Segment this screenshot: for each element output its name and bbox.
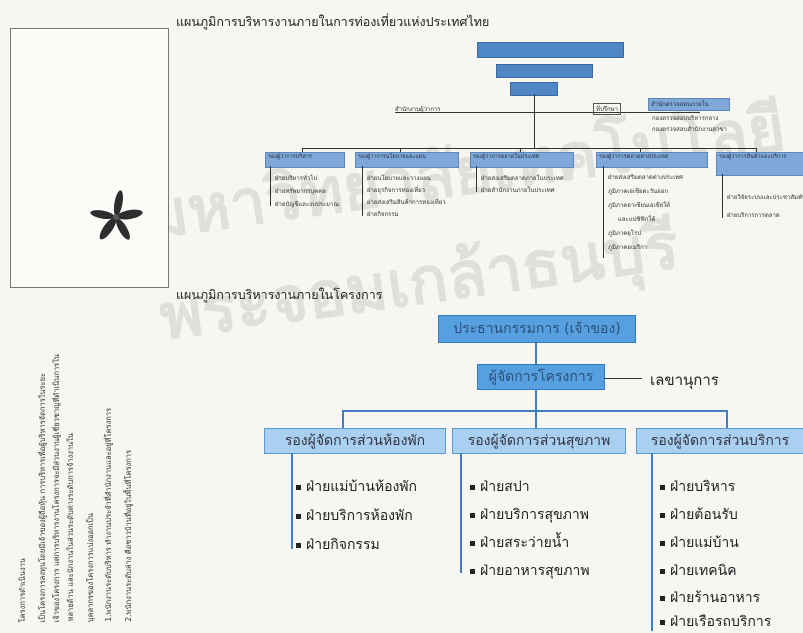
chart1-item: ภูมิภาคยุโรป [608,230,642,237]
chart2-item: ฝ่ายต้อนรับ [660,504,738,526]
chart1-item: ฝ่ายบริหารทั่วไป [275,175,318,182]
chart2-dept-rooms: รองผู้จัดการส่วนห้องพัก [264,428,446,454]
chart2-item: ฝ่ายอาหารสุขภาพ [470,560,590,582]
chart1-dept: รองผู้ว่าการตลาดในประเทศ [470,152,574,168]
audit-box: สำนักตรวจสอบภายใน [648,98,730,111]
chairman-box: ประธานกรรมการ (เจ้าของ) [438,315,636,343]
chart1-item: ฝ่ายสำนักงานภายในประเทศ [481,187,555,194]
chart1-item: ฝ่ายส่งเสริมตลาดภายในประเทศ [481,175,564,182]
chart1-dept: รองผู้ว่าการนโยบายและแผน [355,152,459,168]
chart2-item: ฝ่ายบริการห้องพัก [296,505,413,527]
chart2-item: ฝ่ายกิจกรรม [296,534,380,556]
chart1-item: และแปซิฟิกใต้ [618,216,656,223]
project-description: โครงการดำเนินงาน เป็นโครงการลงทุนโดยมีเจ… [12,292,170,622]
chart1-item: ฝ่ายนโยบายและวางแผน [367,175,431,182]
flower-logo-icon [90,190,143,240]
chart1-item: ฝ่ายธุรกิจการท่องเที่ยว [367,187,426,194]
chart1-item: ฝ่ายวิจัยระบบและประชาสัมพันธ์ [727,194,803,201]
chart1-item: ภูมิภาคเอเชียตะวันออก [608,188,668,195]
chart1-title: แผนภูมิการบริหารงานภายในการท่องเที่ยวแห่… [176,14,490,29]
chart2-title: แผนภูมิการบริหารงานภายในโครงการ [176,287,383,302]
governor-box [496,64,593,78]
chart2-item: ฝ่ายบริการสุขภาพ [470,504,589,526]
office-label: สำนักงานผู้ว่าการ [395,106,441,113]
chart2-dept-health: รองผู้จัดการส่วนสุขภาพ [452,428,626,454]
chart2-dept-service: รองผู้จัดการส่วนบริการ [636,428,803,454]
audit-sub: กองตรวจสอบบริหารกลาง [652,115,719,122]
chart1-dept: รองผู้ว่าการตลาดต่างประเทศ [596,152,708,168]
audit-sub: กองตรวจสอบสำนักงานสาขา [652,126,727,133]
chart2-item: ฝ่ายบริหาร [660,476,735,498]
secretary-label: เลขานุการ [650,371,719,389]
chart1-item: ฝ่ายทรัพยากรบุคคล [275,188,326,195]
description-line: บุคลากรของโครงการแบ่งออกเป็น [86,512,95,622]
governor-board-box [477,42,624,58]
chart2-item: ฝ่ายเทคนิค [660,560,737,582]
description-line: หลายด้าน และนักงานในส่วนระดับต่างระดับกา… [66,433,75,622]
image-frame [10,28,169,288]
chart1-dept: รองผู้ว่าการบริหาร [265,152,345,168]
chart1-item: ภูมิภาคอเมริกา [608,244,648,251]
chart1-item: ฝ่ายส่งเสริมสินค้าการท่องเที่ยว [367,199,446,206]
chart2-item: ฝ่ายแม่บ้านห้องพัก [296,476,417,498]
advisor-box: ที่ปรึกษา [593,103,621,115]
description-line: เจ้าของโครงการ แต่การบริหารงานโครงการจะม… [52,353,61,622]
description-line: โครงการดำเนินงาน [18,557,27,622]
chart2-item: ฝ่ายเรือรถบริการ [660,611,771,633]
description-line: 2.พนักงานระดับล่าง คือชาวบ้านที่อยู่ในพื… [124,450,133,622]
chart1-item: ภูมิภาคอาเซียนเอเชียใต้ [608,202,671,209]
chart1-dept: รองผู้ว่าการสินค้าและบริการ [716,152,803,176]
chart2-item: ฝ่ายสระว่ายน้ำ [470,532,569,554]
chart1-item: ฝ่ายบัญชีและงบประมาณ [275,201,340,208]
chart2-item: ฝ่ายร้านอาหาร [660,587,760,609]
chart2-item: ฝ่ายสปา [470,476,530,498]
chart1-item: ฝ่ายกิจกรรม [367,211,399,218]
description-line: 1.พนักงานระดับบริหาร ทำงานประจำที่สำนักง… [104,408,113,622]
chart2-item: ฝ่ายแม่บ้าน [660,532,739,554]
description-line: เป็นโครงการลงทุนโดยมีเจ้าของผู้ถือหุ้น ก… [38,372,47,622]
project-manager-box: ผู้จัดการโครงการ [477,364,605,390]
chart1-item: ฝ่ายส่งเสริมตลาดต่างประเทศ [608,174,683,181]
chart1-item: ฝ่ายบริการการตลาด [727,212,780,219]
